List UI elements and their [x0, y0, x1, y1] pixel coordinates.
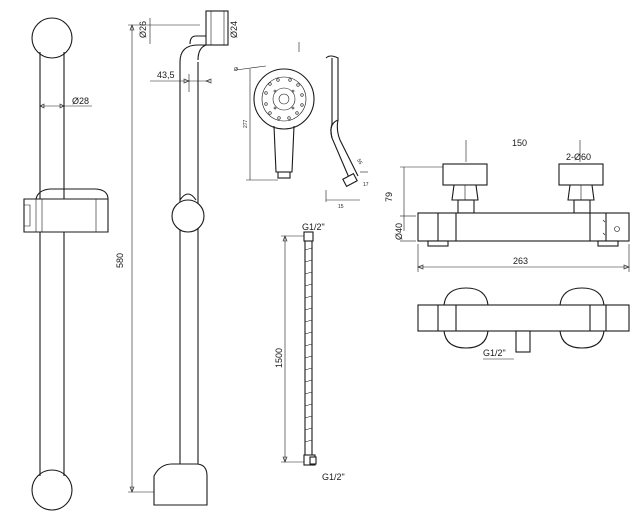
valve-height-label: 79 [384, 192, 394, 202]
handset-head [253, 68, 315, 130]
valve-inlets-label: 2-Ø60 [566, 152, 591, 162]
valve-top-view: G1/2" [417, 287, 630, 360]
valve-centers-label: 150 [512, 138, 527, 148]
slider-side [171, 193, 205, 233]
rail-bottom-cap [31, 469, 73, 511]
valve-width-label: 263 [513, 256, 528, 266]
valve-body-diameter-label: Ø40 [394, 223, 404, 240]
slider-bracket-front [23, 188, 109, 233]
rail-front-view: Ø28 [23, 17, 109, 511]
hose-length-label: 1500 [274, 348, 284, 368]
handset-small-label-2: 55 [355, 158, 363, 166]
handset-small-label-0: Ø [234, 67, 238, 73]
handset-side-view: 15 55 17 [298, 42, 369, 210]
handset-small-label-3: 17 [363, 182, 369, 188]
valve-right-handle [558, 163, 604, 186]
rail-top-diameter-dimension: Ø26 [138, 18, 151, 44]
bracket-diameter-label: Ø24 [229, 21, 239, 38]
rail-top-cap [31, 17, 73, 59]
rail-side-view: 580 Ø26 Ø24 43,5 [115, 10, 239, 506]
rail-diameter-label: Ø28 [72, 96, 89, 106]
valve-left-handle [442, 163, 488, 186]
wall-bracket-top: Ø24 [205, 10, 239, 46]
rail-length-label: 580 [115, 253, 125, 268]
rail-diameter-dimension: Ø28 [39, 96, 92, 109]
hose-top-fitting-label: G1/2" [302, 222, 325, 232]
valve-body [417, 212, 630, 242]
rail-top-diameter-label: Ø26 [138, 21, 148, 38]
valve-outlet-label: G1/2" [483, 348, 506, 358]
hose-bottom-fitting-label: G1/2" [322, 472, 345, 482]
rail-length-dimension: 580 [115, 24, 200, 493]
handset-height-label: 277 [243, 119, 249, 128]
handset-front-view: 277 Ø [234, 65, 315, 181]
wall-bracket-bottom [153, 463, 208, 506]
rail-offset-label: 43,5 [157, 70, 175, 80]
handset-small-label-1: 15 [338, 204, 344, 210]
valve-front-view: 150 2-Ø60 79 Ø40 26 [384, 138, 630, 272]
hose-view: G1/2" G1/2" 1500 [274, 222, 345, 482]
rail-offset-dimension: 43,5 [150, 70, 212, 92]
